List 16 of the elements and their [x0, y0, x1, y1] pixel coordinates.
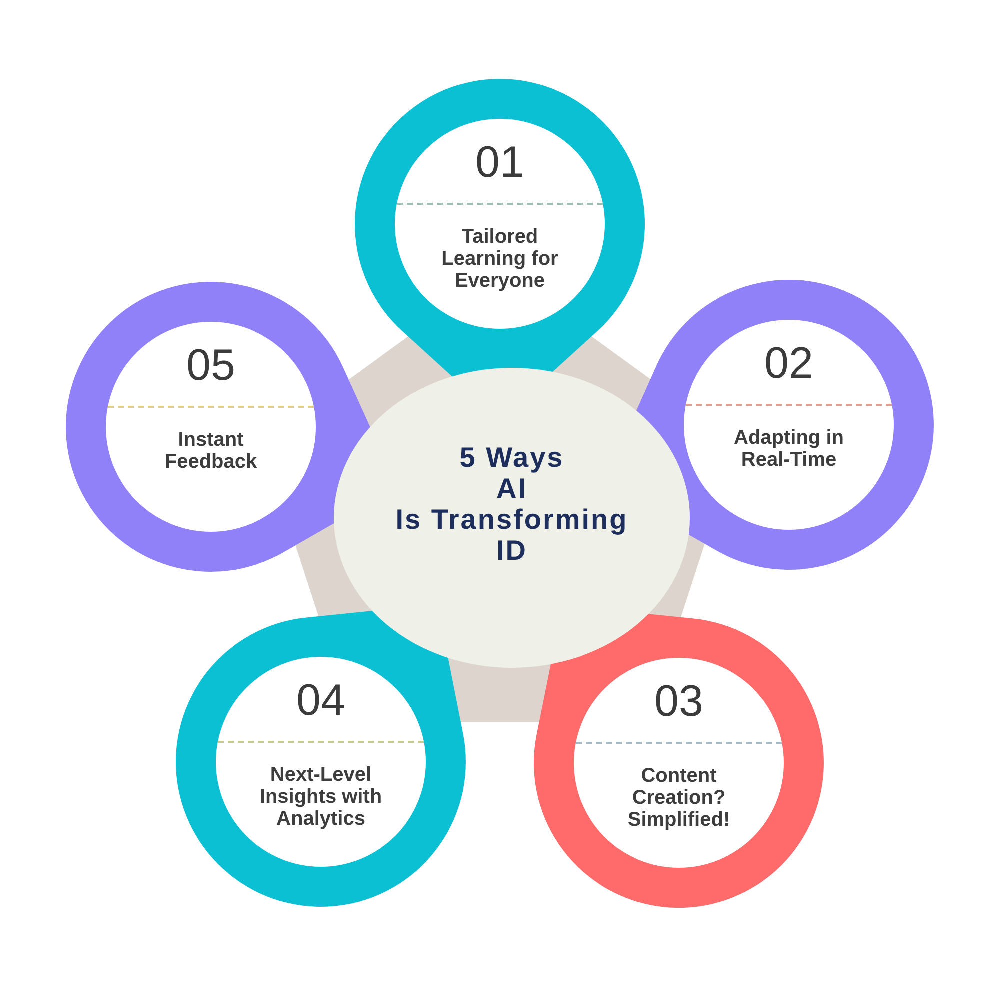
step-title: Next-Level Insights with Analytics [258, 764, 384, 830]
step-title: Content Creation? Simplified! [626, 765, 732, 831]
step-number: 05 [186, 342, 236, 390]
step-number: 03 [654, 678, 704, 726]
step-number: 02 [764, 340, 814, 388]
step-title: Tailored Learning for Everyone [440, 226, 560, 292]
step-number: 01 [476, 139, 524, 187]
teardrop-ring [636, 280, 934, 570]
step-title: Adapting in Real-Time [733, 427, 845, 471]
step-title: Instant Feedback [164, 429, 258, 473]
teardrop-ring [66, 282, 371, 572]
teardrop-ring [534, 614, 824, 908]
hub-title: 5 Ways AI Is Transforming ID [396, 442, 628, 566]
teardrop-ring [355, 79, 645, 377]
teardrop-ring [176, 611, 466, 907]
step-number: 04 [296, 677, 346, 725]
